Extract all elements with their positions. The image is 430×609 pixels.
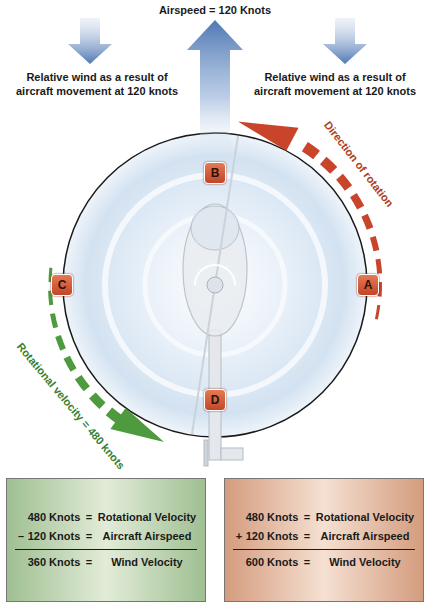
rotation-dash [365, 215, 371, 228]
cockpit [191, 206, 239, 250]
sum-rule [15, 549, 197, 551]
rotation-dash [353, 195, 360, 207]
tail-boom [209, 330, 221, 460]
rotation-dash [378, 259, 380, 273]
calc-text: = [299, 556, 315, 569]
wind-label: Relative wind as a result of aircraft mo… [250, 70, 420, 98]
rotation-dash [373, 237, 377, 251]
calc-text: 120 Knots [27, 530, 81, 543]
position-marker: C [51, 274, 73, 296]
wind-arrow [68, 18, 112, 64]
airspeed-arrow [187, 20, 243, 150]
calc-text: – [15, 530, 27, 543]
calculation-box: 480 Knots=Rotational Velocity–120 Knots=… [6, 478, 206, 602]
rotation-dash [305, 147, 317, 155]
wind-arrow [323, 18, 367, 64]
tail-rotor [204, 440, 208, 466]
velocity-dash [53, 314, 56, 328]
calc-text: Wind Velocity [315, 556, 415, 569]
velocity-dash [67, 357, 74, 370]
tail-fin [221, 448, 243, 460]
fuselage [183, 204, 247, 336]
calc-text: 480 Knots [245, 511, 299, 524]
calc-text: = [299, 511, 315, 524]
velocity-arrowhead [110, 408, 164, 442]
position-marker: D [204, 389, 226, 411]
rotor-hub [207, 277, 223, 293]
calc-text: = [81, 556, 97, 569]
rotation-arrowhead [238, 122, 299, 151]
calc-text: Wind Velocity [97, 556, 197, 569]
position-marker: B [204, 162, 226, 184]
velocity-dash [58, 336, 63, 349]
rotor-blade [192, 136, 238, 434]
calc-text: Rotational Velocity [315, 511, 415, 524]
airspeed-label: Airspeed = 120 Knots [159, 3, 271, 17]
calc-text: 600 Knots [245, 556, 299, 569]
velocity-dash [78, 377, 87, 389]
hub-swirl [195, 265, 235, 285]
position-letter: A [364, 278, 373, 292]
rotor-disc [63, 133, 367, 437]
calc-text: 360 Knots [27, 556, 81, 569]
velocity-dash [92, 395, 102, 405]
calc-text: Aircraft Airspeed [97, 530, 197, 543]
sum-rule [233, 549, 415, 551]
position-letter: D [211, 393, 220, 407]
calc-text: Rotational Velocity [97, 511, 197, 524]
calc-text: = [81, 511, 97, 524]
calc-text: Aircraft Airspeed [315, 530, 415, 543]
calc-text: = [299, 530, 315, 543]
calc-text: 480 Knots [27, 511, 81, 524]
calc-text: = [81, 530, 97, 543]
position-letter: C [58, 278, 67, 292]
rotation-dash [376, 305, 378, 319]
position-letter: B [211, 166, 220, 180]
rotation-dash [323, 160, 333, 170]
wind-label: Relative wind as a result of aircraft mo… [12, 70, 182, 98]
rotation-dash [340, 177, 349, 188]
position-marker: A [357, 274, 379, 296]
calc-text: 120 Knots [245, 530, 299, 543]
calculation-box: 480 Knots=Rotational Velocity+120 Knots=… [224, 478, 424, 602]
calc-text: + [233, 530, 245, 543]
